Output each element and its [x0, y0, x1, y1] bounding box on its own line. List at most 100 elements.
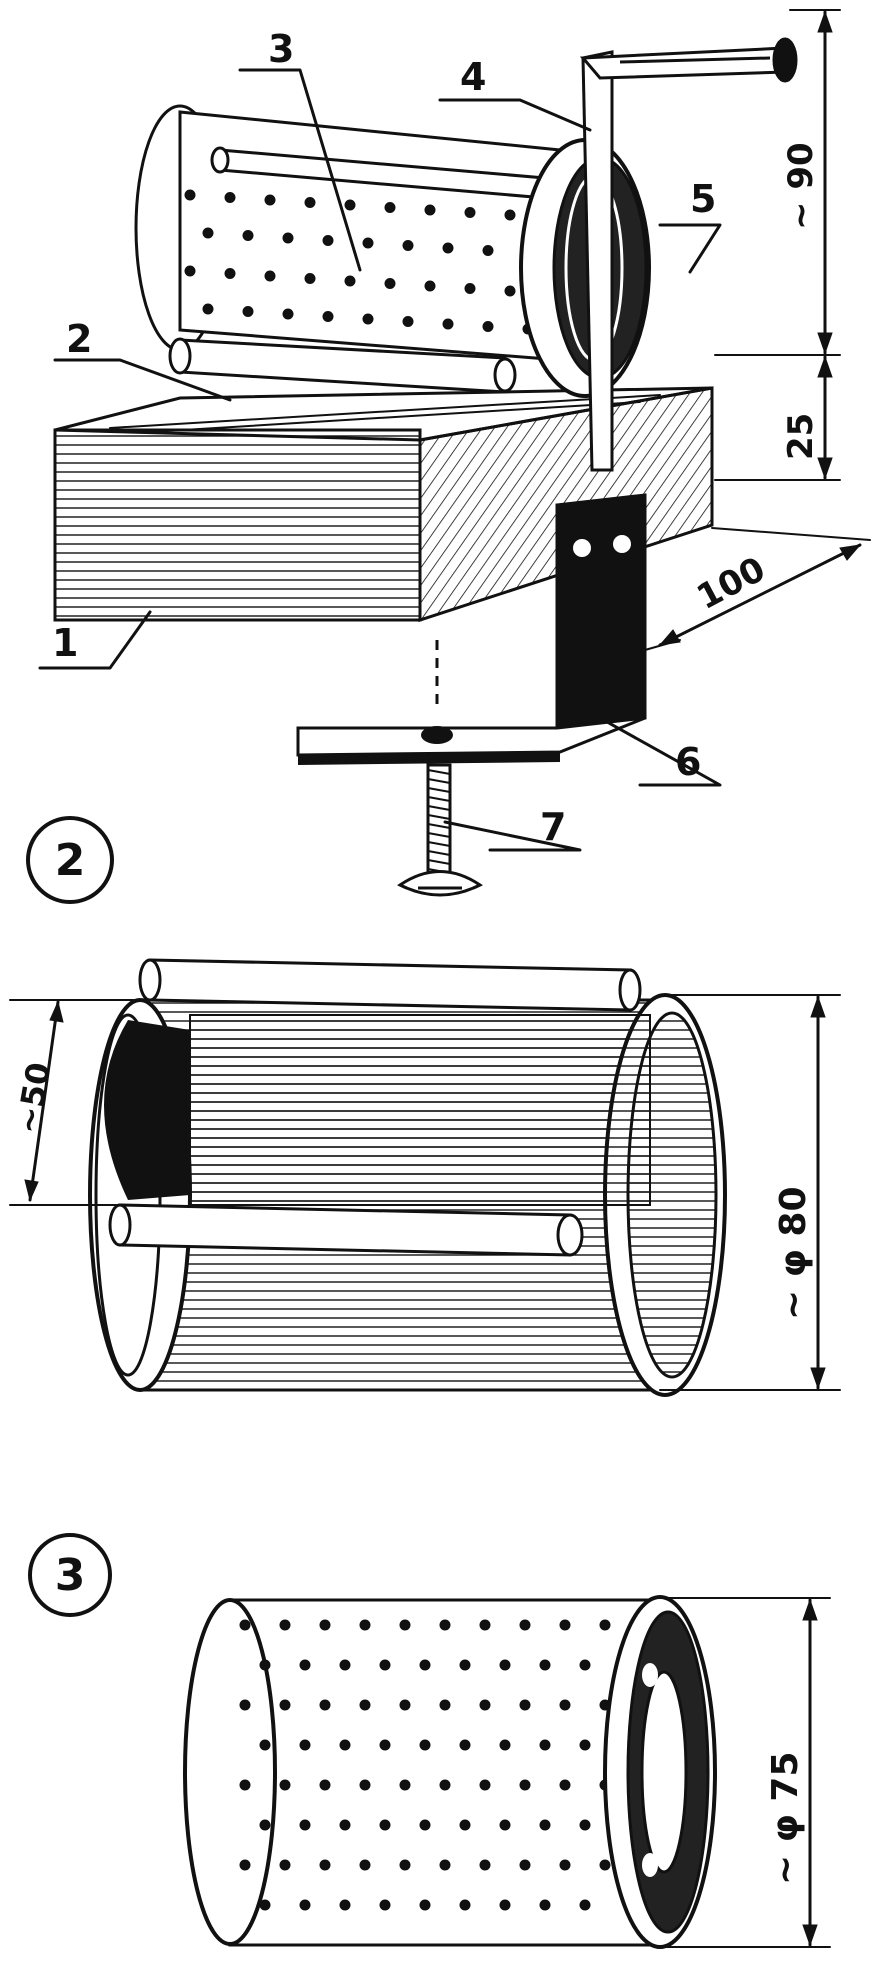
- drum-body-drawing: ~50 ~ φ 80: [8, 958, 841, 1397]
- perforation-hole: [322, 235, 334, 246]
- perforation-hole: [259, 1739, 271, 1751]
- callout-7: 7: [540, 805, 566, 849]
- perforation-hole: [599, 1619, 611, 1631]
- perforation-hole: [379, 1819, 391, 1831]
- crank-handle: [579, 37, 798, 472]
- perforation-hole: [384, 202, 396, 213]
- perforation-hole: [419, 1819, 431, 1831]
- perforation-hole: [479, 1859, 491, 1871]
- perforation-hole: [579, 1739, 591, 1751]
- perforation-hole: [424, 204, 436, 216]
- perforation-hole: [299, 1899, 311, 1911]
- perforation-hole: [184, 265, 196, 277]
- perforation-hole: [399, 1859, 411, 1871]
- perforation-hole: [279, 1859, 291, 1871]
- perforation-hole: [344, 199, 356, 211]
- perforation-hole: [239, 1699, 251, 1711]
- perforation-hole: [239, 1859, 251, 1871]
- perforation-hole: [339, 1659, 351, 1671]
- perforation-hole: [299, 1659, 311, 1671]
- perforation-hole: [339, 1739, 351, 1751]
- dim-slot: ~50: [8, 1060, 58, 1137]
- perforation-hole: [402, 316, 414, 327]
- screw-thread: [427, 823, 451, 829]
- perforation-hole: [479, 1619, 491, 1631]
- clamp-screw: [397, 763, 483, 897]
- perforation-hole: [282, 308, 294, 320]
- perforation-hole: [399, 1619, 411, 1631]
- perforation-hole: [519, 1699, 531, 1711]
- figure-2-dimensions: ~ 90 25 100: [644, 9, 871, 651]
- perforation-hole: [439, 1779, 451, 1791]
- perforation-hole: [339, 1899, 351, 1911]
- perforation-hole: [362, 237, 374, 249]
- perforation-hole: [419, 1899, 431, 1911]
- perforation-hole: [439, 1619, 451, 1631]
- perforation-hole: [499, 1819, 511, 1831]
- perforation-hole: [424, 280, 436, 292]
- perforation-hole: [359, 1699, 371, 1711]
- perforation-hole: [539, 1739, 551, 1751]
- screw-thread: [427, 832, 451, 838]
- perforation-hole: [442, 242, 454, 254]
- callout-1: 1: [52, 621, 78, 665]
- perforation-hole: [239, 1619, 251, 1631]
- clamp-bracket: [296, 493, 647, 765]
- perforation-hole: [464, 283, 476, 294]
- perforation-hole: [279, 1619, 291, 1631]
- perforation-hole: [419, 1659, 431, 1671]
- perforation-hole: [299, 1739, 311, 1751]
- callout-leaders: [38, 68, 722, 852]
- screw-thread: [427, 778, 451, 784]
- perforation-hole: [264, 194, 276, 206]
- dim-height-crank: ~ 90: [781, 142, 821, 230]
- perforation-hole: [184, 189, 196, 201]
- perforation-hole: [224, 268, 236, 279]
- perforation-hole: [224, 192, 236, 203]
- screw-thread: [427, 859, 451, 865]
- perforation-hole: [459, 1819, 471, 1831]
- perforation-hole: [359, 1619, 371, 1631]
- perforation-hole: [359, 1859, 371, 1871]
- perforation-hole: [579, 1899, 591, 1911]
- bottom-rod: [168, 337, 517, 394]
- dim-height-block: 25: [781, 413, 821, 460]
- perforation-hole: [439, 1699, 451, 1711]
- dim-diameter-75: ~ φ 75: [765, 1752, 806, 1886]
- perforation-hole: [304, 197, 316, 208]
- perforation-hole: [482, 245, 494, 256]
- callout-labels: 3 2 4 5 1 6 7: [52, 27, 716, 849]
- figure-3-drawing: 3 ~ φ 75: [28, 1533, 831, 1949]
- perforation-hole: [499, 1899, 511, 1911]
- perforation-hole: [259, 1659, 271, 1671]
- perforated-drum: [178, 110, 562, 362]
- perforation-hole: [344, 275, 356, 287]
- perforation-hole: [319, 1859, 331, 1871]
- perforation-hole: [539, 1659, 551, 1671]
- perforation-hole: [439, 1859, 451, 1871]
- perforation-hole: [504, 209, 516, 221]
- callout-4: 4: [460, 55, 486, 99]
- screw-thread: [427, 796, 451, 802]
- perforation-hole: [359, 1779, 371, 1791]
- perforation-hole: [339, 1819, 351, 1831]
- perforation-hole: [519, 1619, 531, 1631]
- figure-2-label: 2: [55, 835, 86, 886]
- perforation-hole: [384, 278, 396, 289]
- perforation-hole: [399, 1779, 411, 1791]
- perforation-hole: [559, 1619, 571, 1631]
- perforation-hole: [264, 270, 276, 282]
- dim-width-block: 100: [690, 549, 771, 618]
- callout-3: 3: [268, 27, 294, 71]
- perforation-hole: [559, 1779, 571, 1791]
- figure-2-assembly: 3 2 4 5 1 6 7 ~ 90 25 100: [26, 9, 871, 904]
- dim-diameter-80: ~ φ 80: [773, 1187, 814, 1321]
- perforation-hole: [519, 1859, 531, 1871]
- perforation-hole: [299, 1819, 311, 1831]
- perforation-hole: [442, 318, 454, 330]
- perforation-hole: [279, 1779, 291, 1791]
- perforation-hole: [242, 306, 254, 317]
- perforation-hole: [259, 1899, 271, 1911]
- perforation-hole: [539, 1899, 551, 1911]
- perforation-hole: [559, 1699, 571, 1711]
